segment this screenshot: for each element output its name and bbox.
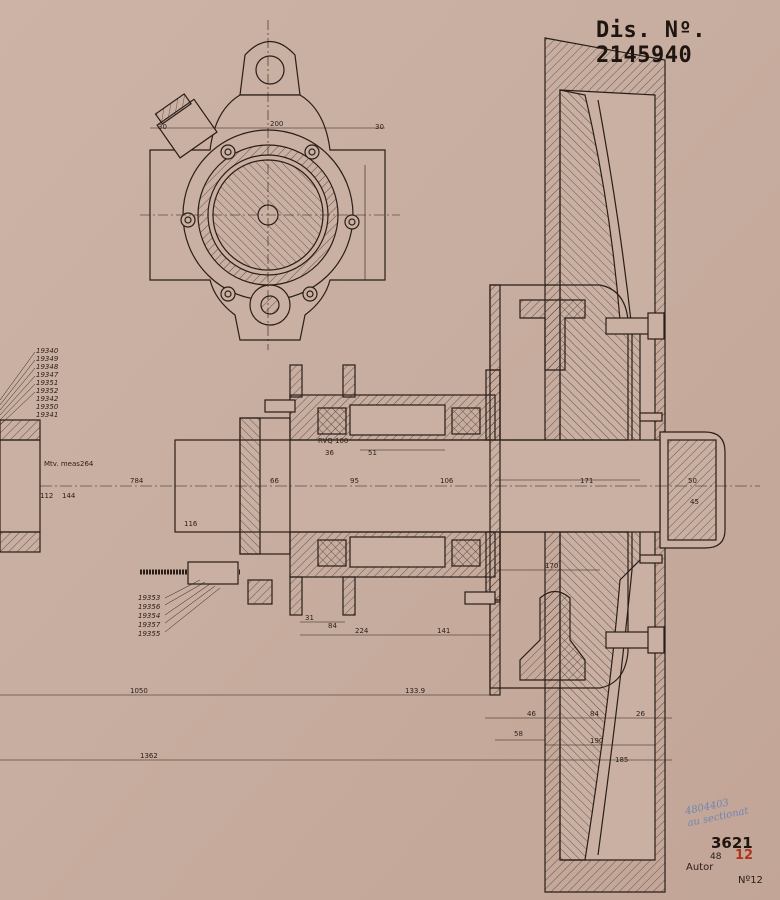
part-number: 19356 (138, 603, 161, 611)
dim-26: 26 (636, 710, 645, 718)
part-number: 19347 (36, 371, 59, 379)
part-number: 19349 (36, 355, 59, 363)
drawing-number: Dis. Nº. 2145940 (596, 18, 780, 68)
part-number: 19340 (36, 347, 59, 355)
dim-170: 170 (545, 562, 558, 570)
dim-141: 141 (437, 627, 450, 635)
dim-190: 190 (590, 737, 603, 745)
small-number: 48 (710, 852, 722, 862)
part-number: 19341 (36, 411, 58, 419)
dim-84: 84 (590, 710, 599, 718)
part-number: 19342 (36, 395, 59, 403)
dim-185: 185 (615, 756, 628, 764)
dim-264: 264 (80, 460, 94, 468)
part-number: 19354 (138, 612, 160, 620)
part-number: 19352 (36, 387, 59, 395)
sheet-index: Nº12 (738, 875, 763, 886)
part-number-list-top: 19340 19349 19348 19347 19351 19352 1934… (36, 347, 59, 419)
red-number: 12 (735, 848, 754, 863)
dim-51: 51 (368, 449, 377, 457)
sheet-number: 3621 (711, 834, 753, 852)
dim-106: 106 (440, 477, 454, 485)
dim-144: 144 (62, 492, 76, 500)
drawing-number-prefix: Dis. Nº. (596, 18, 706, 43)
dim-84b: 84 (328, 622, 337, 630)
dim-116: 116 (184, 520, 198, 528)
dim-58: 58 (514, 730, 523, 738)
part-number: 19350 (36, 403, 59, 411)
part-number-list-bottom: 19353 19356 19354 19357 19355 (138, 594, 161, 638)
part-number: 19348 (36, 363, 59, 371)
part-number: 19351 (36, 379, 58, 387)
part-leaders-bottom (164, 579, 221, 633)
dim-45: 45 (690, 498, 699, 506)
part-leaders-top (0, 351, 36, 426)
dim-36: 36 (325, 449, 334, 457)
bearing-label: RVQ 100 (318, 437, 348, 445)
dim-1362: 1362 (140, 752, 158, 760)
autor-label: Autor (686, 862, 714, 873)
dim-1050: 1050 (130, 687, 148, 695)
dim-46: 46 (527, 710, 536, 718)
dim-50: 50 (688, 477, 697, 485)
dim-224: 224 (355, 627, 369, 635)
mea-label: Mtv. meas (44, 460, 80, 468)
dimension-lines (0, 449, 672, 761)
dim-112: 112 (40, 492, 53, 500)
part-number: 19357 (138, 621, 161, 629)
dim-784: 784 (130, 477, 144, 485)
dim-30b: 30 (375, 123, 384, 131)
dim-171: 171 (580, 477, 593, 485)
dim-30: 30 (158, 123, 167, 131)
part-number: 19355 (138, 630, 161, 638)
dimension-labels: 784 66 95 106 171 50 45 170 1050 133.9 1… (40, 120, 699, 764)
front-view-flange (140, 20, 400, 350)
dim-95: 95 (350, 477, 359, 485)
dim-1339: 133.9 (405, 687, 425, 695)
drawing-number-value: 2145940 (596, 43, 693, 68)
dim-31: 31 (305, 614, 314, 622)
part-number: 19353 (138, 594, 160, 602)
dim-200: 200 (270, 120, 283, 128)
dim-66: 66 (270, 477, 279, 485)
section-view (0, 37, 760, 893)
